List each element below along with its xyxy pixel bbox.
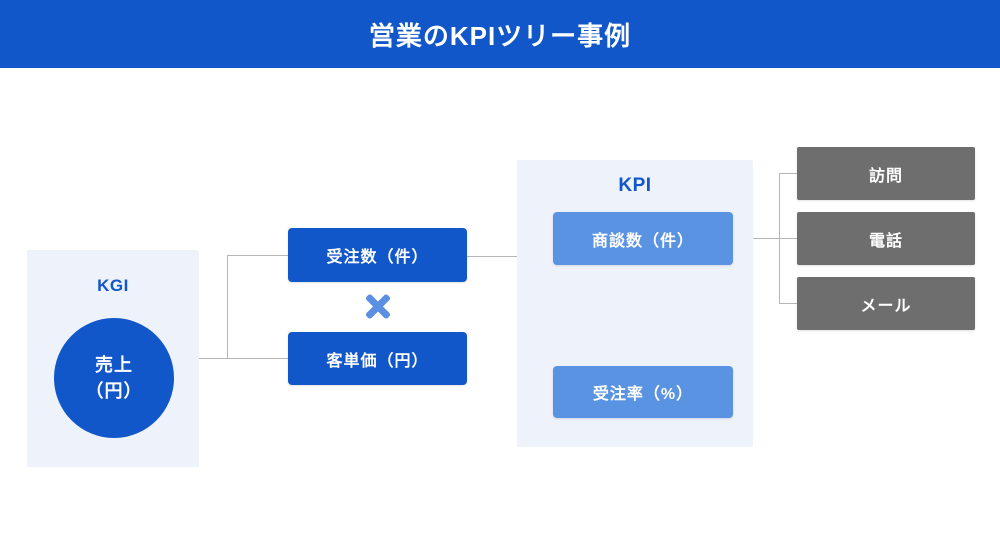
node-order-count: 受注数（件） [288, 228, 467, 282]
kgi-node-line2: （円） [85, 381, 143, 401]
connector-kgi-to-branch [199, 358, 288, 359]
connector-branch-to-visit [779, 173, 797, 174]
node-activity-visit: 訪問 [797, 147, 975, 200]
node-activity-mail-label: メール [860, 297, 912, 315]
kgi-node-sales: 売上 （円） [54, 318, 174, 438]
node-unit-price: 客単価（円） [288, 332, 467, 385]
header-bar: 営業のKPIツリー事例 [0, 0, 1000, 68]
connector-orders-to-meetings [467, 256, 553, 257]
multiply-icon [362, 290, 394, 322]
kpi-label: KPI [618, 175, 652, 196]
node-unit-price-label: 客単価（円） [326, 352, 429, 370]
node-negotiation-count: 商談数（件） [553, 212, 733, 265]
connector-branch-vertical-right [779, 173, 780, 304]
node-activity-phone-label: 電話 [868, 232, 903, 250]
connector-meetings-to-phone [733, 238, 797, 239]
node-activity-phone: 電話 [797, 212, 975, 265]
kgi-node-line1: 売上 [95, 354, 133, 375]
node-order-rate: 受注率（%） [553, 366, 733, 418]
connector-branch-vertical-left [227, 255, 228, 359]
connector-branch-to-mail [779, 303, 797, 304]
connector-branch-to-orders [227, 255, 288, 256]
node-activity-visit-label: 訪問 [868, 167, 903, 185]
node-order-rate-label: 受注率（%） [592, 386, 694, 403]
node-order-count-label: 受注数（件） [326, 249, 429, 266]
node-activity-mail: メール [797, 277, 975, 330]
kgi-label: KGI [97, 276, 129, 295]
node-negotiation-count-label: 商談数（件） [591, 232, 694, 250]
page-title: 営業のKPIツリー事例 [368, 20, 632, 51]
